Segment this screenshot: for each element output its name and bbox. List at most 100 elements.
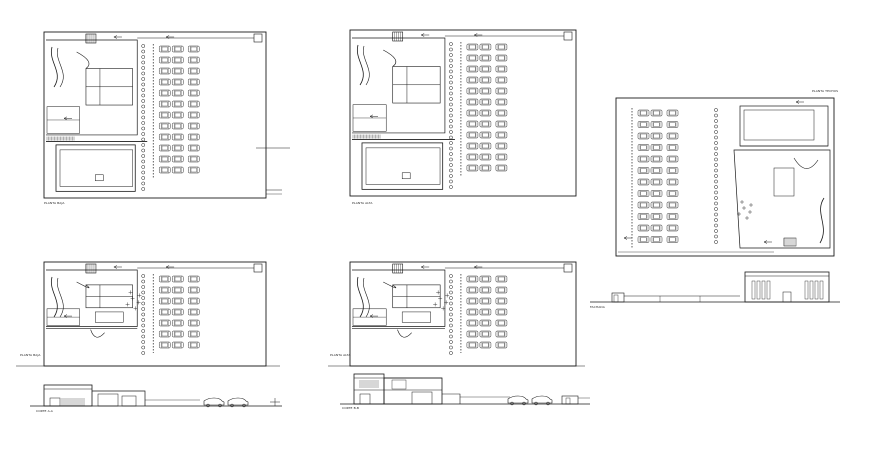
tree-symbol <box>449 318 453 322</box>
car-symbol <box>188 330 200 338</box>
car-symbol <box>159 122 171 130</box>
car-symbol <box>479 142 492 150</box>
car-symbol <box>479 153 492 161</box>
car-symbol <box>650 224 663 232</box>
tree-symbol <box>141 132 146 136</box>
car-symbol <box>172 319 184 327</box>
car-side-symbol <box>203 397 225 408</box>
tree-symbol <box>141 329 146 333</box>
car-symbol <box>637 190 650 197</box>
car-symbol <box>637 236 650 243</box>
site-plan-5 <box>349 261 577 367</box>
car-side-symbol <box>507 395 529 406</box>
tree-symbol <box>714 152 718 156</box>
car-symbol <box>188 275 200 283</box>
car-symbol <box>466 330 479 338</box>
tree-symbol <box>449 58 453 63</box>
car-symbol <box>172 166 184 174</box>
site-plan-1 <box>43 31 290 199</box>
tree-symbol <box>449 301 453 306</box>
car-symbol <box>466 308 479 316</box>
car-symbol <box>637 121 650 128</box>
planter-symbol <box>433 290 450 311</box>
tree-symbol <box>449 157 453 162</box>
car-symbol <box>159 166 171 174</box>
tree-symbol <box>449 179 453 184</box>
tree-symbol <box>714 240 718 244</box>
tree-symbol <box>141 148 146 153</box>
tree-symbol <box>449 163 453 167</box>
tree-symbol <box>449 47 453 52</box>
tree-symbol <box>141 88 146 92</box>
tree-symbol <box>141 104 146 109</box>
tree-symbol <box>449 108 453 112</box>
tree-symbol <box>449 146 453 151</box>
tree-symbol <box>141 154 146 158</box>
car-symbol <box>650 213 663 220</box>
tree-symbol <box>141 110 146 114</box>
tree-symbol <box>714 201 718 206</box>
car-symbol <box>188 341 200 349</box>
north-arrow-symbol <box>113 35 122 39</box>
tree-symbol <box>141 345 146 350</box>
building-section-1 <box>30 384 282 408</box>
tree-symbol <box>449 91 453 96</box>
car-symbol <box>172 122 184 130</box>
plan-5-caption: PLANTA ALTA <box>330 353 351 357</box>
car-symbol <box>172 78 184 86</box>
car-symbol <box>466 109 479 117</box>
tree-symbol <box>449 119 453 123</box>
tree-symbol <box>141 71 146 76</box>
tree-symbol <box>714 212 718 217</box>
car-symbol <box>188 89 200 97</box>
planter-symbol <box>125 290 142 311</box>
tree-symbol <box>141 126 146 131</box>
car-symbol <box>172 133 184 141</box>
tree-symbol <box>141 77 146 81</box>
car-symbol <box>172 111 184 119</box>
car-symbol <box>479 319 492 327</box>
car-symbol <box>495 330 508 338</box>
tree-symbol <box>449 296 453 300</box>
site-plan-3 <box>615 97 835 257</box>
car-symbol <box>172 89 184 97</box>
tree-symbol <box>141 285 146 289</box>
tree-symbol <box>714 185 718 189</box>
car-symbol <box>495 87 508 95</box>
tree-symbol <box>714 190 718 195</box>
car-symbol <box>466 142 479 150</box>
car-symbol <box>637 109 650 117</box>
car-symbol <box>666 155 679 163</box>
car-symbol <box>650 178 663 186</box>
section-1-caption: CORTE A-A <box>36 409 53 413</box>
car-symbol <box>666 121 679 128</box>
tree-symbol <box>141 170 146 175</box>
plan-1-caption: PLANTA BAJA <box>44 201 65 205</box>
tree-symbol <box>449 113 453 118</box>
tree-symbol <box>714 124 718 129</box>
car-symbol <box>650 121 663 128</box>
north-arrow-symbol <box>795 100 804 104</box>
tree-symbol <box>714 218 718 222</box>
car-symbol <box>172 275 184 283</box>
car-symbol <box>159 319 171 327</box>
tree-symbol <box>141 66 146 70</box>
car-symbol <box>172 286 184 294</box>
car-symbol <box>172 67 184 75</box>
car-symbol <box>666 144 679 151</box>
tree-symbol <box>714 163 718 167</box>
car-symbol <box>637 224 650 232</box>
car-side-symbol <box>227 397 249 408</box>
car-symbol <box>637 167 650 174</box>
tree-symbol <box>141 49 146 54</box>
car-symbol <box>495 308 508 316</box>
car-symbol <box>666 167 679 174</box>
plan-4-caption: PLANTA BAJA <box>20 353 41 357</box>
tree-symbol <box>449 102 453 107</box>
tree-symbol <box>449 124 453 129</box>
car-symbol <box>479 131 492 139</box>
tree-symbol <box>449 53 453 57</box>
front-elevation <box>590 271 840 303</box>
car-symbol <box>666 132 679 140</box>
